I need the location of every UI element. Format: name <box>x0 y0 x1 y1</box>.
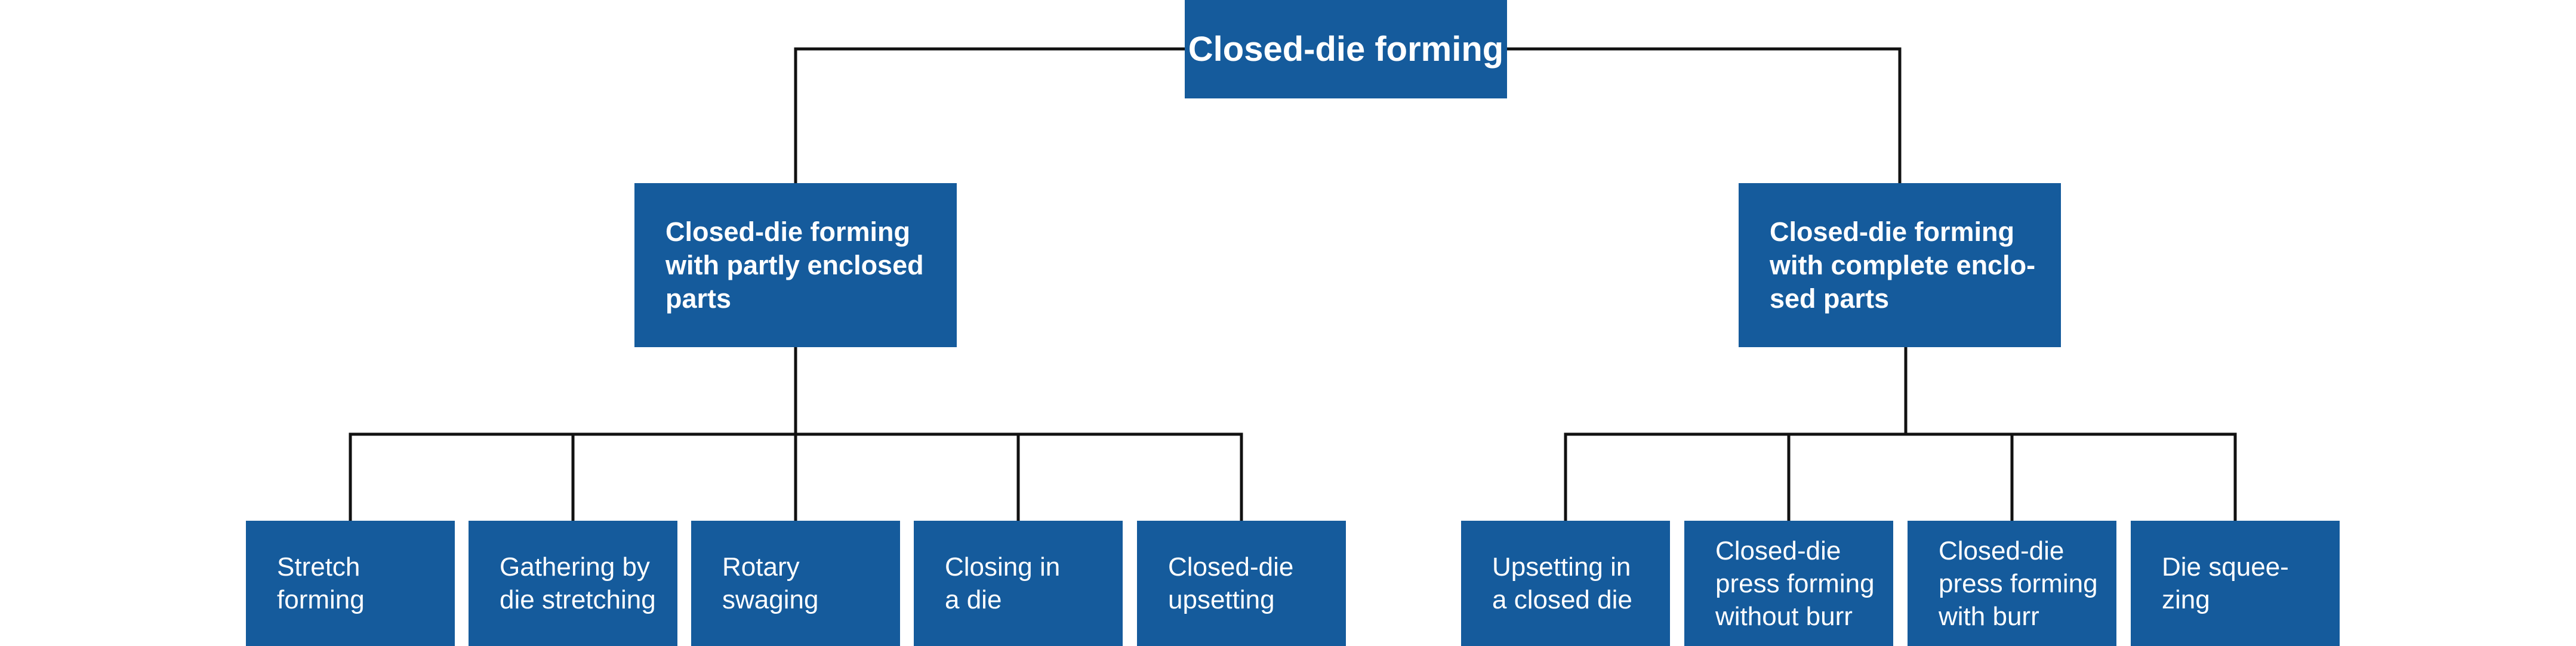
leaf-node-label: Stretch forming <box>277 552 365 614</box>
leaf-node-press-forming-with-burr: Closed-die press forming with burr <box>1908 521 2116 646</box>
leaf-node-upsetting-in-a-closed-die: Upsetting in a closed die <box>1461 521 1670 646</box>
branch-node-label: Closed-die forming with complete enclo- … <box>1770 216 2036 314</box>
branch-node-partly-enclosed: Closed-die forming with partly enclosed … <box>634 183 957 347</box>
leaf-node-press-forming-without-burr: Closed-die press forming without burr <box>1684 521 1893 646</box>
leaf-node-stretch-forming: Stretch forming <box>246 521 455 646</box>
leaf-node-closed-die-upsetting: Closed-die upsetting <box>1137 521 1346 646</box>
leaf-node-label: Upsetting in a closed die <box>1492 552 1632 614</box>
leaf-node-label: Gathering by die stretching <box>500 552 656 614</box>
leaf-node-rotary-swaging: Rotary swaging <box>691 521 900 646</box>
leaf-node-label: Closing in a die <box>945 552 1061 614</box>
leaf-node-label: Die squee- zing <box>2162 552 2289 614</box>
branch-node-complete-enclosed: Closed-die forming with complete enclo- … <box>1739 183 2061 347</box>
leaf-node-label: Rotary swaging <box>722 552 819 614</box>
leaf-node-closing-in-a-die: Closing in a die <box>914 521 1123 646</box>
leaf-node-label: Closed-die press forming with burr <box>1939 536 2098 631</box>
branch-node-label: Closed-die forming with partly enclosed … <box>665 216 924 314</box>
root-node: Closed-die forming <box>1185 0 1507 98</box>
leaf-node-label: Closed-die upsetting <box>1168 552 1294 614</box>
root-node-label: Closed-die forming <box>1188 30 1504 69</box>
leaf-node-gathering-by-die-stretching: Gathering by die stretching <box>469 521 677 646</box>
leaf-node-label: Closed-die press forming without burr <box>1715 536 1875 631</box>
leaf-node-die-squeezing: Die squee- zing <box>2131 521 2340 646</box>
